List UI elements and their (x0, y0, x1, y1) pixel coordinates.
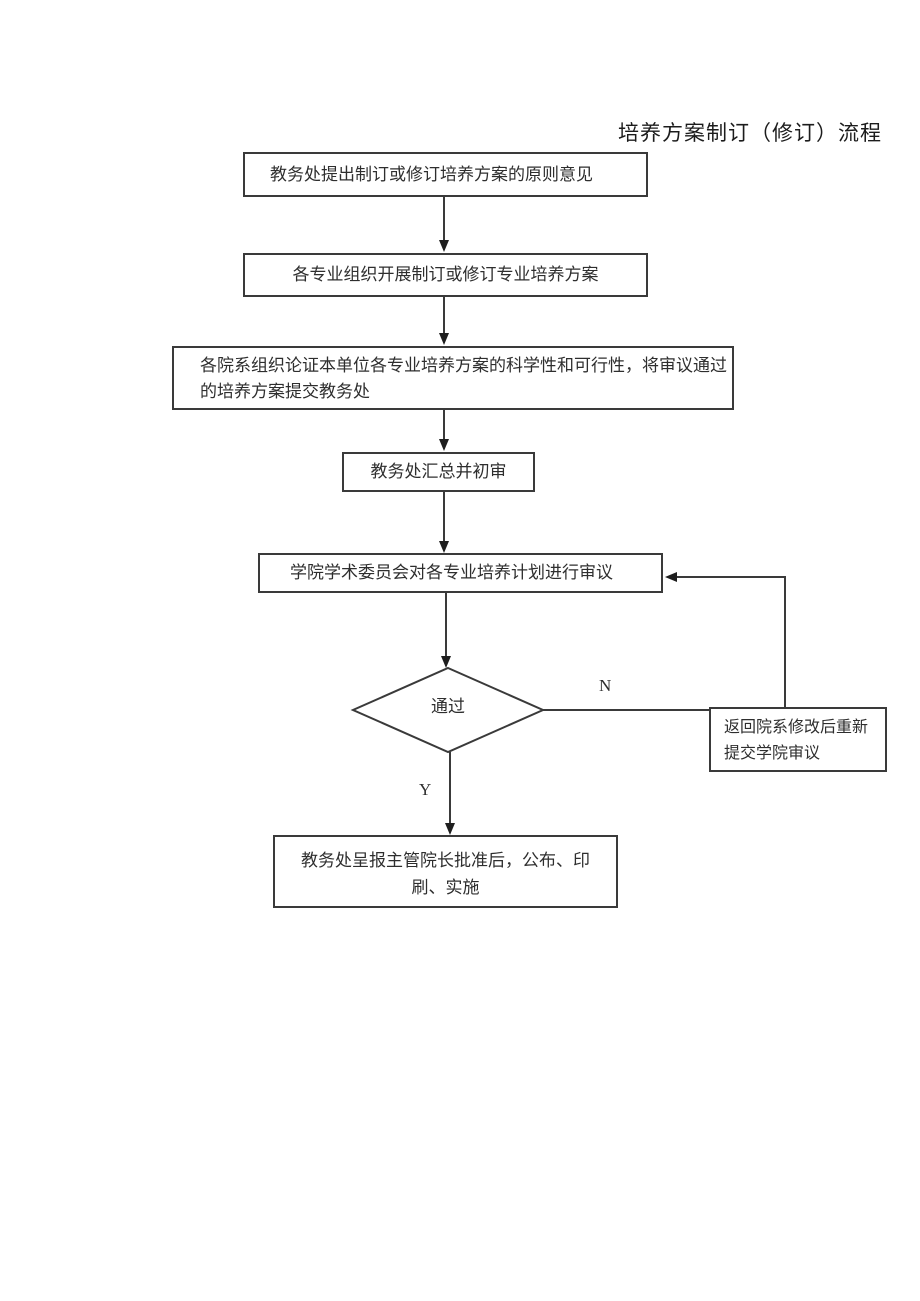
decision-diamond (350, 666, 546, 754)
arrow-step1-to-step2 (439, 197, 449, 252)
arrowhead-down-icon (439, 439, 449, 451)
node-label-line1: 教务处呈报主管院长批准后，公布、印 (301, 851, 590, 870)
arrow-step2-to-step3 (439, 297, 449, 345)
node-propose-principles: 教务处提出制订或修订培养方案的原则意见 (243, 152, 648, 197)
arrowhead-down-icon (439, 240, 449, 252)
arrowhead-left-icon (665, 572, 677, 582)
node-label-line2: 的培养方案提交教务处 (200, 382, 370, 401)
arrow-decision-yes-to-final (445, 752, 455, 835)
decision-pass-label: 通过 (431, 697, 465, 716)
node-label-line1: 各院系组织论证本单位各专业培养方案的科学性和可行性，将审议通过 (200, 356, 727, 375)
node-label: 各专业组织开展制订或修订专业培养方案 (292, 265, 599, 284)
node-label: 教务处提出制订或修订培养方案的原则意见 (270, 164, 593, 184)
node-academic-committee-review: 学院学术委员会对各专业培养计划进行审议 (258, 553, 663, 593)
page-title: 培养方案制订（修订）流程 (618, 121, 882, 145)
arrow-step3-to-step4 (439, 410, 449, 451)
branch-label-no: N (599, 676, 612, 695)
node-label: 教务处汇总并初审 (370, 462, 507, 481)
node-organize-formulation: 各专业组织开展制订或修订专业培养方案 (243, 253, 648, 297)
node-label-line2: 提交学院审议 (724, 745, 821, 762)
arrow-return-to-step5-feedback (665, 572, 786, 707)
node-label-line2: 刷、实施 (411, 878, 480, 897)
node-label: 学院学术委员会对各专业培养计划进行审议 (290, 563, 613, 582)
node-approve-and-publish: 教务处呈报主管院长批准后，公布、印 刷、实施 (273, 835, 618, 908)
node-label-line1: 返回院系修改后重新 (724, 719, 869, 736)
arrowhead-down-icon (445, 823, 455, 835)
arrow-step5-to-decision (441, 593, 451, 668)
branch-label-yes: Y (419, 780, 432, 799)
arrowhead-down-icon (439, 541, 449, 553)
node-department-demonstration: 各院系组织论证本单位各专业培养方案的科学性和可行性，将审议通过 的培养方案提交教… (172, 346, 734, 410)
arrowhead-down-icon (441, 656, 451, 668)
node-return-for-revision: 返回院系修改后重新 提交学院审议 (709, 707, 887, 772)
connector-line (677, 576, 786, 707)
arrow-step4-to-step5 (439, 492, 449, 553)
arrowhead-down-icon (439, 333, 449, 345)
node-academic-office-summary: 教务处汇总并初审 (342, 452, 535, 492)
